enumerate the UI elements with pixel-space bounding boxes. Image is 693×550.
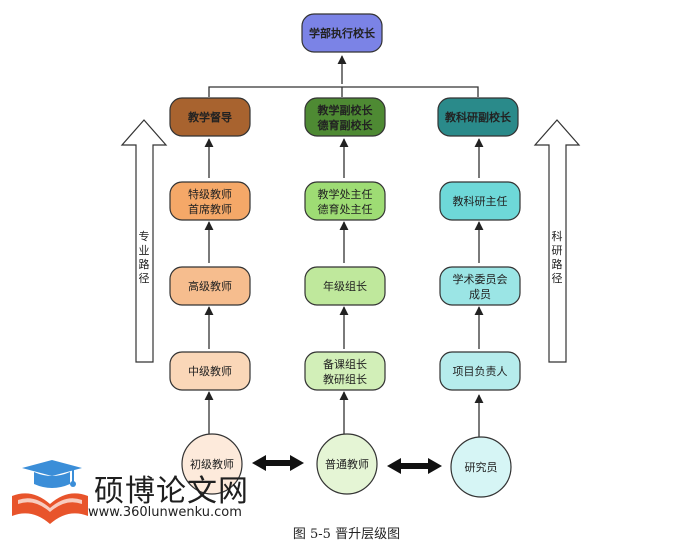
figure-caption: 图 5-5 晋升层级图 [292,527,401,542]
left-path-arrow [120,119,168,363]
level-node [169,266,251,306]
left-path-char: 业 [139,244,150,257]
base-label: 研究员 [465,460,498,474]
level-node [169,351,251,391]
left-path-label: 专 业 路 径 [139,229,150,285]
right-path-char: 科 [552,229,563,243]
level-label: 项目负责人 [453,364,508,378]
level-label: 德育处主任 [318,202,373,216]
base-node [181,433,243,495]
right-path-label: 科 研 路 径 [552,229,563,285]
level-label: 教学处主任 [318,187,373,201]
base-label: 初级教师 [190,457,234,471]
level-node [439,351,521,391]
head-node-supervision [169,97,251,137]
head-node-vice-principals [304,97,386,137]
watermark-url[interactable]: www.360lunwenku.com [88,505,242,520]
left-path-char: 路 [139,258,150,271]
level-label: 学术委员会 [453,272,508,286]
left-path-char: 径 [139,272,150,285]
column-research: 教科研副校长 教科研主任 学术委员会 成员 项目负责人 研究员 [437,97,521,498]
base-node [316,433,378,495]
head-node-research-vp [437,97,519,137]
right-path-char: 路 [552,258,563,271]
bidirectional-arrow-right [387,458,442,474]
graduation-cap-book-logo [12,460,88,524]
right-path-arrow [533,119,581,363]
level-label: 教研组长 [323,372,367,386]
level-label: 备课组长 [323,357,367,371]
top-node-label: 学部执行校长 [309,26,376,40]
top-node [301,13,383,53]
level-label: 高级教师 [188,279,232,293]
level-label: 特级教师 [188,187,232,201]
head-label: 教学督导 [187,110,232,124]
level-label: 教科研主任 [453,194,508,208]
level-node [304,351,386,391]
head-label: 教科研副校长 [444,110,512,124]
level-node [439,266,521,306]
base-label: 普通教师 [325,457,369,471]
head-label: 德育副校长 [317,118,374,132]
right-path-char: 径 [552,272,563,285]
level-node [304,266,386,306]
watermark-title: 硕博论文网 [94,474,249,509]
left-path-char: 专 [139,229,150,243]
level-label: 年级组长 [323,279,367,293]
connector-top-bar [208,86,479,97]
level-node [169,181,251,221]
level-node [304,181,386,221]
level-label: 成员 [469,288,491,301]
head-label: 教学副校长 [317,103,374,117]
connectors [204,55,484,437]
base-node [450,436,512,498]
level-label: 中级教师 [188,365,232,378]
right-path-char: 研 [552,244,563,257]
level-label: 首席教师 [188,202,232,216]
column-professional: 教学督导 特级教师 首席教师 高级教师 中级教师 初级教师 [169,97,251,495]
column-management: 教学副校长 德育副校长 教学处主任 德育处主任 年级组长 备课组长 教研组长 普… [304,97,386,495]
level-node [439,181,521,221]
bidirectional-arrow-left [252,455,304,471]
watermark: 硕博论文网 www.360lunwenku.com [10,458,270,528]
